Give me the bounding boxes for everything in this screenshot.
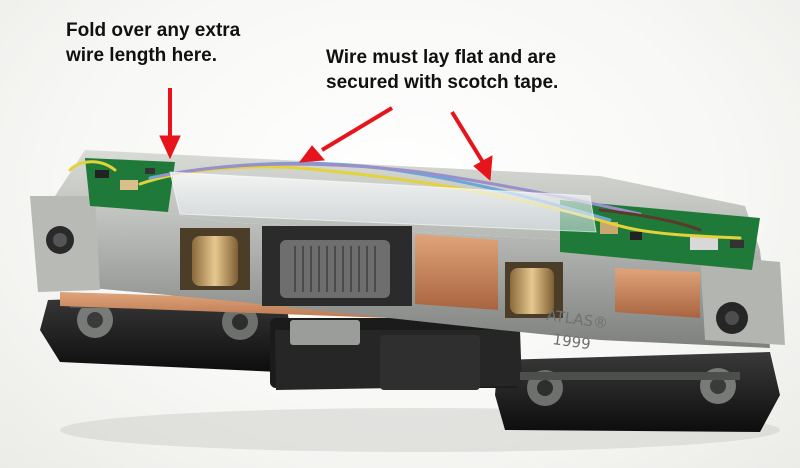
embossed-logo: ATLAS® 1999: [545, 306, 609, 353]
decoder-board-right: [560, 200, 760, 270]
wire-caption: Wire must lay flat and are secured with …: [326, 45, 558, 95]
fold-caption: Fold over any extra wire length here.: [66, 18, 240, 68]
wire-caption-line2: secured with scotch tape.: [326, 72, 559, 93]
decoder-board-left: [85, 158, 175, 212]
red-arrow: [450, 110, 493, 182]
red-arrow: [298, 106, 394, 163]
annotation-arrows: [159, 88, 493, 182]
scotch-tape: [169, 171, 597, 233]
embossed-year: 1999: [551, 330, 591, 353]
fold-caption-line2: wire length here.: [66, 45, 217, 66]
motor-cutouts: [180, 226, 700, 318]
fold-caption-line1: Fold over any extra: [66, 20, 241, 41]
wire-caption-line1: Wire must lay flat and are: [326, 47, 557, 68]
red-arrow: [159, 88, 181, 160]
